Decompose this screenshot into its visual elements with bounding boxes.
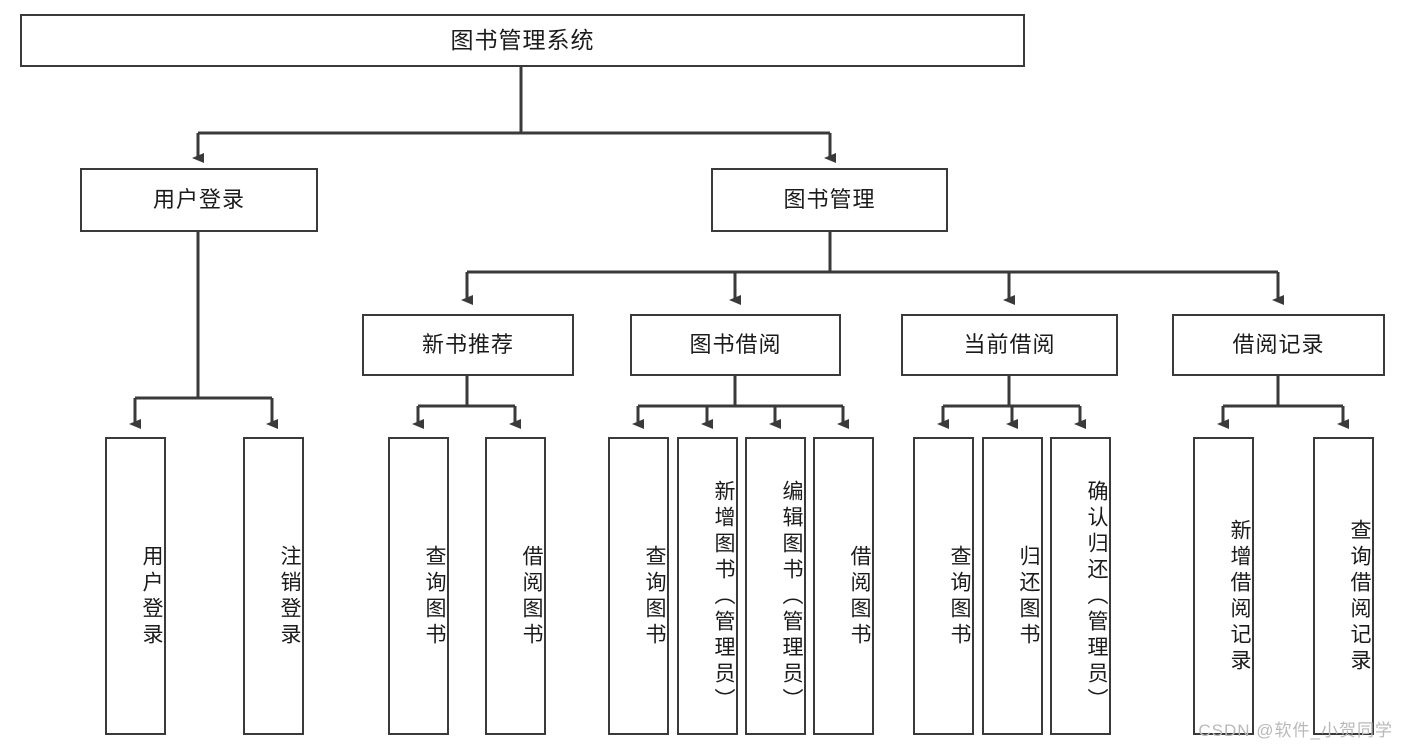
csdn-watermark: CSDN @软件_小贺同学 (1198, 721, 1393, 740)
node-root-system[interactable]: 图书管理系统 (20, 14, 1025, 67)
leaf-confirm-return-admin[interactable]: 确认归还（管理员） (1050, 437, 1111, 735)
node-borrow-record[interactable]: 借阅记录 (1172, 314, 1385, 376)
leaf-add-borrow-record[interactable]: 新增借阅记录 (1193, 437, 1254, 735)
leaf-label: 查询借阅记录 (1348, 519, 1371, 675)
leaf-label: 注销登录 (278, 545, 301, 649)
leaf-add-book-admin[interactable]: 新增图书（管理员） (677, 437, 738, 735)
leaf-query-book-recommend[interactable]: 查询图书 (388, 437, 449, 735)
node-new-book-recommend[interactable]: 新书推荐 (362, 314, 574, 376)
leaf-borrow-book-recommend[interactable]: 借阅图书 (485, 437, 546, 735)
leaf-query-book-borrow[interactable]: 查询图书 (608, 437, 669, 735)
leaf-label: 查询图书 (643, 545, 666, 649)
leaf-query-book-current[interactable]: 查询图书 (913, 437, 974, 735)
node-book-management[interactable]: 图书管理 (711, 168, 948, 232)
leaf-label: 查询图书 (948, 545, 971, 649)
leaf-query-borrow-record[interactable]: 查询借阅记录 (1313, 437, 1374, 735)
leaf-label: 新增借阅记录 (1228, 519, 1251, 675)
leaf-logout-login[interactable]: 注销登录 (243, 437, 304, 735)
leaf-label: 查询图书 (423, 545, 446, 649)
node-book-borrow[interactable]: 图书借阅 (630, 314, 841, 376)
leaf-return-book[interactable]: 归还图书 (982, 437, 1043, 735)
leaf-user-login[interactable]: 用户登录 (105, 437, 166, 735)
leaf-label: 编辑图书（管理员） (780, 480, 803, 714)
leaf-edit-book-admin[interactable]: 编辑图书（管理员） (745, 437, 806, 735)
leaf-label: 新增图书（管理员） (712, 480, 735, 714)
leaf-label: 归还图书 (1017, 545, 1040, 649)
leaf-borrow-book[interactable]: 借阅图书 (813, 437, 874, 735)
node-user-login[interactable]: 用户登录 (80, 168, 318, 232)
leaf-label: 借阅图书 (520, 545, 543, 649)
node-current-borrow[interactable]: 当前借阅 (901, 314, 1118, 376)
leaf-label: 借阅图书 (848, 545, 871, 649)
leaf-label: 确认归还（管理员） (1085, 480, 1108, 714)
leaf-label: 用户登录 (140, 545, 163, 649)
